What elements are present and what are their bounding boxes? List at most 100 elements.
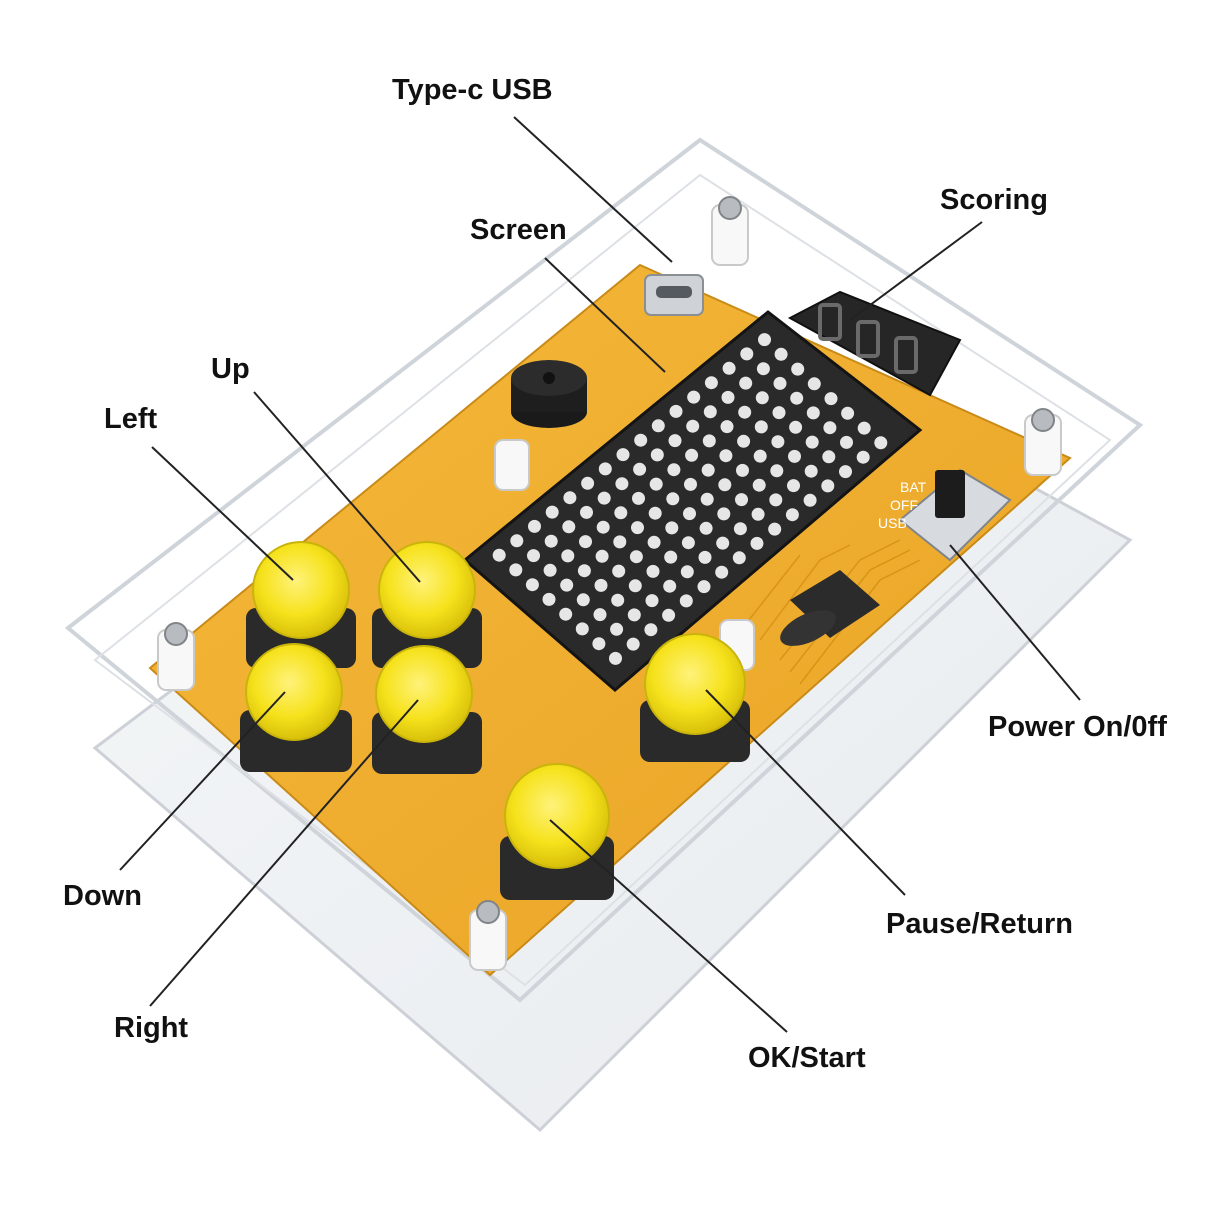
led-dot	[715, 565, 729, 579]
led-dot	[769, 493, 783, 507]
label-right: Right	[114, 1012, 189, 1044]
led-dot	[595, 549, 609, 563]
led-dot	[665, 521, 679, 535]
led-dot	[821, 479, 835, 493]
led-dot	[697, 580, 711, 594]
leader-lines	[119, 116, 1081, 1033]
led-dot	[545, 505, 559, 519]
led-dot	[492, 548, 506, 562]
led-dot	[649, 477, 663, 491]
label-scoring: Scoring	[940, 184, 1048, 216]
led-dot	[751, 507, 765, 521]
led-dot	[662, 608, 676, 622]
led-dot	[610, 622, 624, 636]
led-dot	[525, 578, 539, 592]
led-dot	[773, 376, 787, 390]
led-dot	[790, 391, 804, 405]
led-dot	[576, 593, 590, 607]
led-dot	[771, 435, 785, 449]
led-dot	[737, 434, 751, 448]
led-dot	[593, 608, 607, 622]
led-dot	[651, 419, 665, 433]
led-dot	[613, 535, 627, 549]
led-dot	[626, 637, 640, 651]
led-dot	[718, 478, 732, 492]
led-dot	[609, 651, 622, 665]
label-down: Down	[63, 880, 142, 912]
buttons	[240, 541, 750, 900]
led-dot	[735, 493, 748, 507]
led-dot	[686, 419, 700, 433]
led-dot	[681, 536, 695, 550]
led-dot	[664, 550, 678, 564]
led-dot	[770, 464, 784, 478]
led-dot	[509, 563, 523, 577]
led-dot	[542, 592, 556, 606]
led-dot	[628, 579, 642, 593]
switch-label-off: OFF	[890, 497, 918, 513]
leader-down	[119, 691, 286, 871]
led-dot	[648, 506, 662, 520]
led-dot	[634, 433, 648, 447]
led-dot	[580, 505, 593, 519]
led-dot	[785, 508, 799, 522]
led-dot	[615, 477, 629, 491]
led-dot	[698, 550, 712, 564]
led-dot	[774, 347, 788, 361]
leader-left	[151, 446, 294, 581]
led-dot	[596, 520, 610, 534]
led-dot	[650, 448, 664, 462]
led-dot	[822, 450, 836, 464]
led-dot	[702, 434, 716, 448]
led-dot	[699, 521, 713, 535]
led-dot	[788, 449, 801, 463]
leader-screen	[544, 257, 666, 373]
led-dot	[611, 593, 625, 607]
led-dot	[579, 535, 592, 549]
led-dot	[683, 507, 696, 521]
led-dot	[754, 420, 768, 434]
led-dot	[644, 623, 658, 637]
leader-scoring	[849, 221, 983, 321]
led-dot	[598, 462, 612, 476]
leader-usb	[513, 116, 673, 263]
score-display	[787, 290, 962, 397]
led-dot	[669, 404, 683, 418]
label-up: Up	[211, 353, 250, 385]
led-dot	[874, 436, 888, 450]
buzzer	[511, 360, 587, 428]
led-dot	[629, 550, 643, 564]
led-matrix-screen	[462, 310, 923, 692]
led-dot	[560, 578, 574, 592]
button-ok-start	[500, 763, 614, 900]
led-dot	[592, 637, 606, 651]
led-dot	[806, 406, 820, 420]
led-dot	[645, 594, 659, 608]
capacitor	[780, 610, 836, 646]
power-switch: BAT OFF USB	[878, 468, 1012, 562]
led-dot	[717, 507, 731, 521]
led-dot	[577, 564, 591, 578]
led-dot	[804, 464, 818, 478]
led-dot	[543, 563, 557, 577]
button-down	[240, 643, 352, 772]
led-dot	[772, 406, 786, 420]
led-dot	[575, 622, 589, 636]
led-dot	[733, 522, 747, 536]
led-dot	[559, 607, 573, 621]
led-dot	[756, 362, 770, 376]
led-dot	[839, 465, 852, 479]
led-dot	[791, 362, 805, 376]
led-dot	[721, 390, 735, 404]
leader-up	[253, 391, 421, 583]
led-dot	[527, 549, 540, 563]
led-dot	[740, 347, 754, 361]
led-dot	[631, 521, 644, 535]
led-dot	[614, 506, 628, 520]
label-power-on-off: Power On/0ff	[988, 711, 1167, 743]
led-dot	[857, 421, 871, 435]
led-dot	[562, 520, 576, 534]
leader-power	[949, 544, 1081, 701]
